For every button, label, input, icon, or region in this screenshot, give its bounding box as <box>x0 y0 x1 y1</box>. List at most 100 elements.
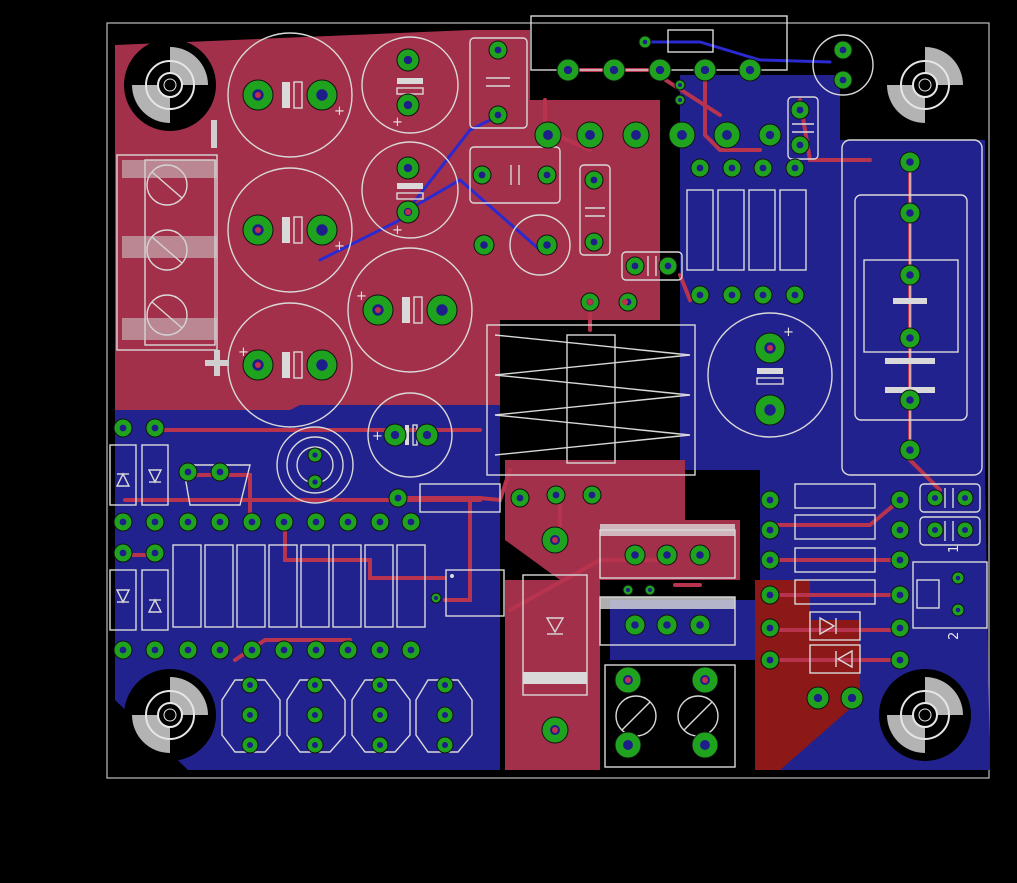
pad-drill <box>955 607 961 613</box>
pad-drill <box>311 741 319 749</box>
pad-drill <box>839 46 847 54</box>
pin-label-1: 1 <box>947 545 962 553</box>
pad-drill <box>696 621 704 629</box>
potentiometer-icon <box>182 464 736 768</box>
pad-drill <box>896 656 904 664</box>
pad-drill <box>376 646 384 654</box>
pad-drill <box>626 588 630 592</box>
pad-drill <box>766 624 774 632</box>
pad-drill <box>766 556 774 564</box>
pad-drill <box>896 496 904 504</box>
pad-drill <box>961 494 969 502</box>
pad-drill <box>906 158 914 166</box>
pad-drill <box>796 141 804 149</box>
pad-marker <box>405 209 411 215</box>
connector-icon <box>445 15 988 646</box>
pad-drill <box>791 291 799 299</box>
pad-drill <box>441 711 449 719</box>
pad-drill <box>663 551 671 559</box>
pad-drill <box>376 711 384 719</box>
solid-red-zone <box>755 580 860 770</box>
pad-drill <box>494 46 502 54</box>
capacitor-icon <box>469 37 981 546</box>
connector-icon <box>116 120 229 376</box>
pad-drill <box>246 711 254 719</box>
pad-drill <box>119 518 127 526</box>
pad-drill <box>312 452 318 458</box>
pad-drill <box>316 359 328 371</box>
pad-drill <box>642 39 648 45</box>
pad-drill <box>441 741 449 749</box>
pad-drill <box>759 291 767 299</box>
transformer-icon <box>486 324 696 476</box>
pad-marker <box>625 677 631 683</box>
pad-drill <box>543 171 551 179</box>
pad-drill <box>246 681 254 689</box>
pad-drill <box>847 693 857 703</box>
pad-drill <box>766 656 774 664</box>
pad-drill <box>955 575 961 581</box>
pad-drill <box>631 621 639 629</box>
pad-marker <box>702 677 708 683</box>
pad-drill <box>759 164 767 172</box>
pad-drill <box>184 468 192 476</box>
pad-drill <box>678 83 682 87</box>
pad-drill <box>931 494 939 502</box>
pad-marker <box>255 227 261 233</box>
pad-drill <box>403 163 413 173</box>
polarity-plus: + <box>392 115 403 130</box>
pad-drill <box>631 551 639 559</box>
pad-drill <box>791 164 799 172</box>
pad-drill <box>441 681 449 689</box>
pad-drill <box>896 591 904 599</box>
pad-drill <box>585 130 595 140</box>
pad-drill <box>552 491 560 499</box>
pad-drill <box>664 262 672 270</box>
pad-drill <box>312 479 318 485</box>
pad-drill <box>906 209 914 217</box>
pad-drill <box>184 518 192 526</box>
pad-drill <box>700 740 710 750</box>
pad-drill <box>563 65 573 75</box>
pad-marker <box>255 92 261 98</box>
pad-drill <box>696 164 704 172</box>
pad-drill <box>216 646 224 654</box>
bottom-traces <box>318 40 832 262</box>
pad-drill <box>896 624 904 632</box>
pad-drill <box>609 65 619 75</box>
pad-drill <box>248 646 256 654</box>
pad-drill <box>728 164 736 172</box>
pin-label-2: 2 <box>947 632 962 640</box>
pad-drill <box>839 76 847 84</box>
pad-drill <box>906 446 914 454</box>
pad-drill <box>494 111 502 119</box>
pad-drill <box>216 468 224 476</box>
pad-drill <box>516 494 524 502</box>
pad-drill <box>655 65 665 75</box>
pad-drill <box>312 518 320 526</box>
pad-drill <box>216 518 224 526</box>
pad-drill <box>246 741 254 749</box>
pad-drill <box>765 130 775 140</box>
pad-drill <box>696 291 704 299</box>
pad-drill <box>766 591 774 599</box>
pad-drill <box>184 646 192 654</box>
pad-drill <box>344 646 352 654</box>
pad-marker <box>255 362 261 368</box>
polarity-plus: + <box>372 429 383 444</box>
pad-drill <box>407 646 415 654</box>
pad-drill <box>796 106 804 114</box>
pad-drill <box>906 396 914 404</box>
pad-drill <box>344 518 352 526</box>
pad-drill <box>119 424 127 432</box>
capacitor-icon <box>227 32 874 504</box>
pad-drill <box>700 65 710 75</box>
pad-drill <box>813 693 823 703</box>
pad-marker <box>587 299 593 305</box>
pad-marker <box>375 307 381 313</box>
pad-drill <box>119 549 127 557</box>
board-outline <box>106 22 990 779</box>
pad-drill <box>394 494 402 502</box>
